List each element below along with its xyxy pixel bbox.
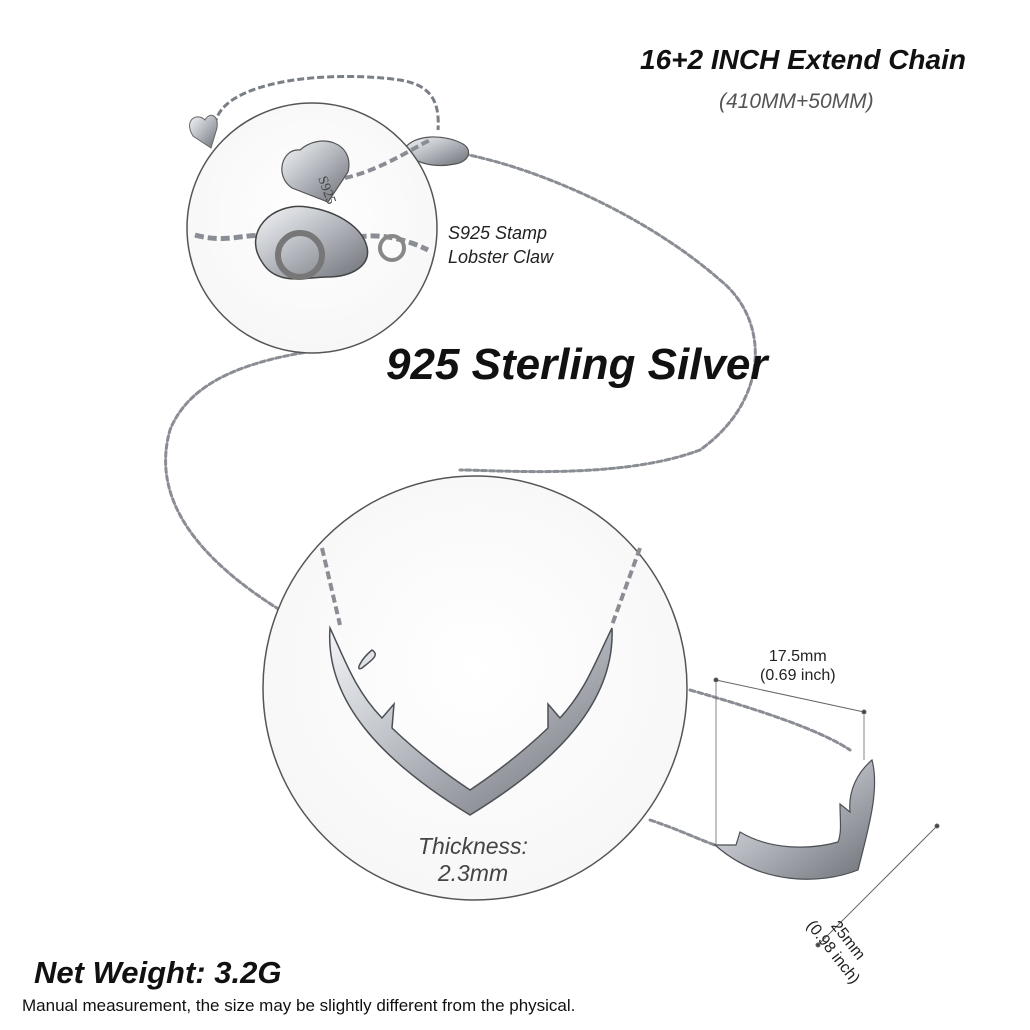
width-mm: 17.5mm [768,648,827,665]
thickness-label: Thickness: [418,833,528,859]
clasp-labels: S925 Stamp Lobster Claw [448,221,553,269]
height-dimension [815,823,940,948]
lobster-clasp-small [404,136,470,167]
width-inch: (0.69 inch) [760,667,836,684]
extender-chain [213,74,440,131]
net-weight: Net Weight: 3.2G [34,955,282,990]
stamp-label: S925 Stamp [448,223,548,243]
clasp-zoom-circle: S925 [186,102,438,354]
material-title: 925 Sterling Silver [386,340,768,389]
pendant-zoom-circle [262,475,688,901]
heart-tag [281,140,350,203]
width-label-group: 17.5mm (0.69 inch) [760,647,836,685]
antler-pendant-small [713,758,876,880]
measurement-note: Manual measurement, the size may be slig… [22,996,576,1015]
necklace-chain [164,148,852,847]
width-dimension [713,677,867,845]
thickness-label-group: Thickness: 2.3mm [418,833,528,887]
heart-tag-small [189,114,218,149]
claw-label: Lobster Claw [448,247,554,267]
thickness-value: 2.3mm [437,860,509,886]
chain-length-title: 16+2 INCH Extend Chain [640,44,966,75]
lobster-claw [255,205,369,280]
chain-length-mm: (410MM+50MM) [719,90,874,113]
antler-pendant [328,625,613,816]
